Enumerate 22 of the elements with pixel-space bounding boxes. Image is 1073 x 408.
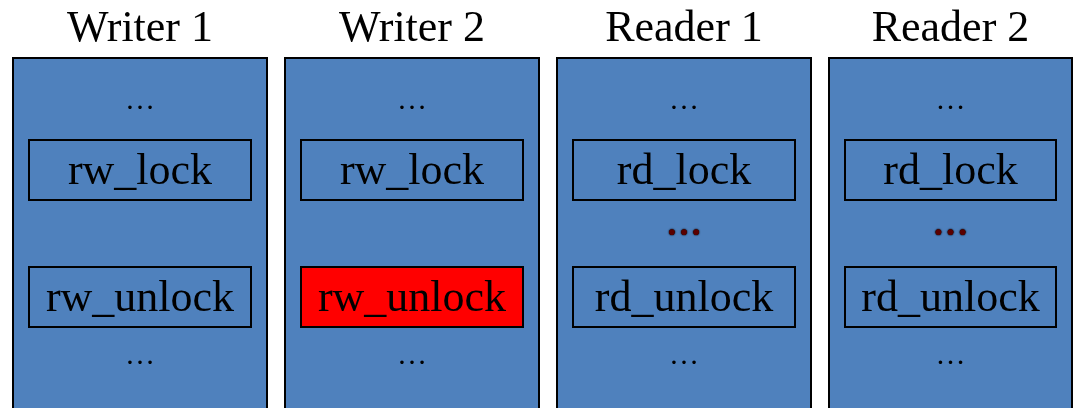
column-heading: Writer 2 xyxy=(337,1,487,53)
column-heading: Reader 1 xyxy=(604,1,764,53)
ellipsis: … xyxy=(125,339,155,369)
function-box: rw_lock xyxy=(300,139,524,201)
function-box: rd_lock xyxy=(572,139,796,201)
ellipsis: … xyxy=(397,339,427,369)
ellipsis: … xyxy=(935,84,966,114)
function-box: rd_lock xyxy=(844,139,1057,201)
function-box: rw_unlock xyxy=(300,266,524,328)
ellipsis: … xyxy=(397,84,427,114)
ellipsis: … xyxy=(669,339,699,369)
function-box: rd_unlock xyxy=(572,266,796,328)
function-box: rw_lock xyxy=(28,139,252,201)
ellipsis: … xyxy=(125,84,155,114)
column-heading: Reader 2 xyxy=(870,1,1031,53)
function-box: rw_unlock xyxy=(28,266,252,328)
function-box: rd_unlock xyxy=(844,266,1057,328)
ellipsis: … xyxy=(935,339,966,369)
ellipsis: … xyxy=(669,84,699,114)
column-heading: Writer 1 xyxy=(65,1,215,53)
ellipsis: … xyxy=(932,208,969,238)
ellipsis: … xyxy=(666,208,702,238)
